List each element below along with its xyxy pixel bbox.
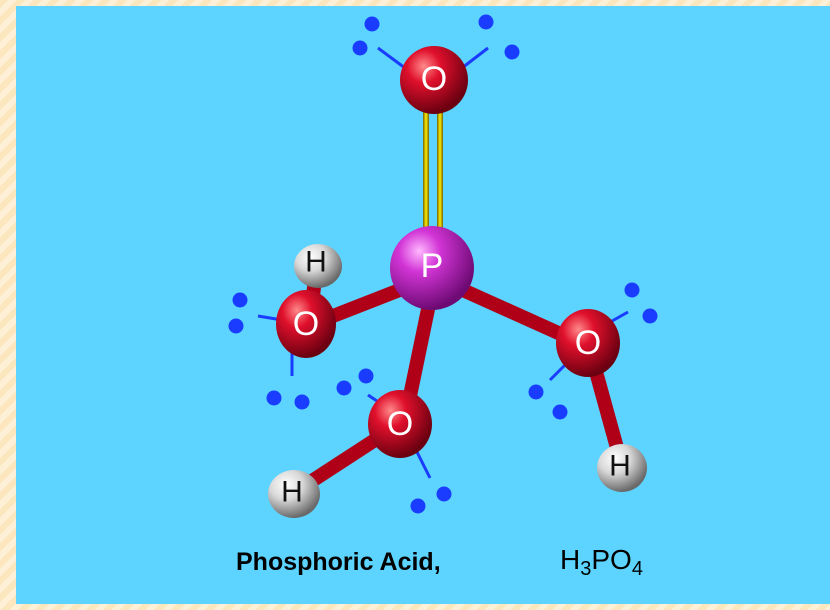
lone-pair-left-lower xyxy=(266,350,310,410)
bonds xyxy=(288,110,629,499)
hydrogen-atom-right: H xyxy=(597,444,647,492)
lone-pair-right-upper xyxy=(604,282,658,327)
hydrogen-atom-bottom: H xyxy=(268,470,320,518)
oxygen-left-label: O xyxy=(293,305,319,343)
hydrogen-right-label: H xyxy=(609,450,631,483)
oxygen-right-label: O xyxy=(575,324,601,362)
oxygen-top-label: O xyxy=(421,60,447,98)
oxygen-atom-left: O xyxy=(276,290,336,358)
oxygen-atom-top: O xyxy=(400,46,468,114)
formula-h: H xyxy=(560,544,581,575)
oxygen-atom-bottom: O xyxy=(368,390,432,458)
hydrogen-left-label: H xyxy=(305,246,327,279)
formula-h-subscript: 3 xyxy=(580,558,592,580)
lone-pair-bottom-upper xyxy=(336,368,384,407)
lone-pair-right-lower xyxy=(528,360,570,420)
hydrogen-atom-left: H xyxy=(294,244,342,288)
phosphorus-atom: P xyxy=(390,226,474,310)
phosphorus-label: P xyxy=(421,247,444,285)
oxygen-bottom-label: O xyxy=(387,405,413,443)
formula-o-subscript: 4 xyxy=(631,558,643,580)
chemical-formula: H3PO4 xyxy=(560,544,643,581)
lone-pair-bottom-lower xyxy=(410,447,452,514)
lone-pair-top-right xyxy=(461,14,520,70)
lone-pair-left-upper xyxy=(228,292,283,334)
hydrogen-bottom-label: H xyxy=(281,476,303,509)
formula-po: PO xyxy=(591,544,632,575)
lone-pair-top-left xyxy=(352,16,406,70)
oxygen-atom-right: O xyxy=(556,309,620,377)
compound-name: Phosphoric Acid, xyxy=(236,548,441,576)
lone-pairs xyxy=(228,14,658,514)
